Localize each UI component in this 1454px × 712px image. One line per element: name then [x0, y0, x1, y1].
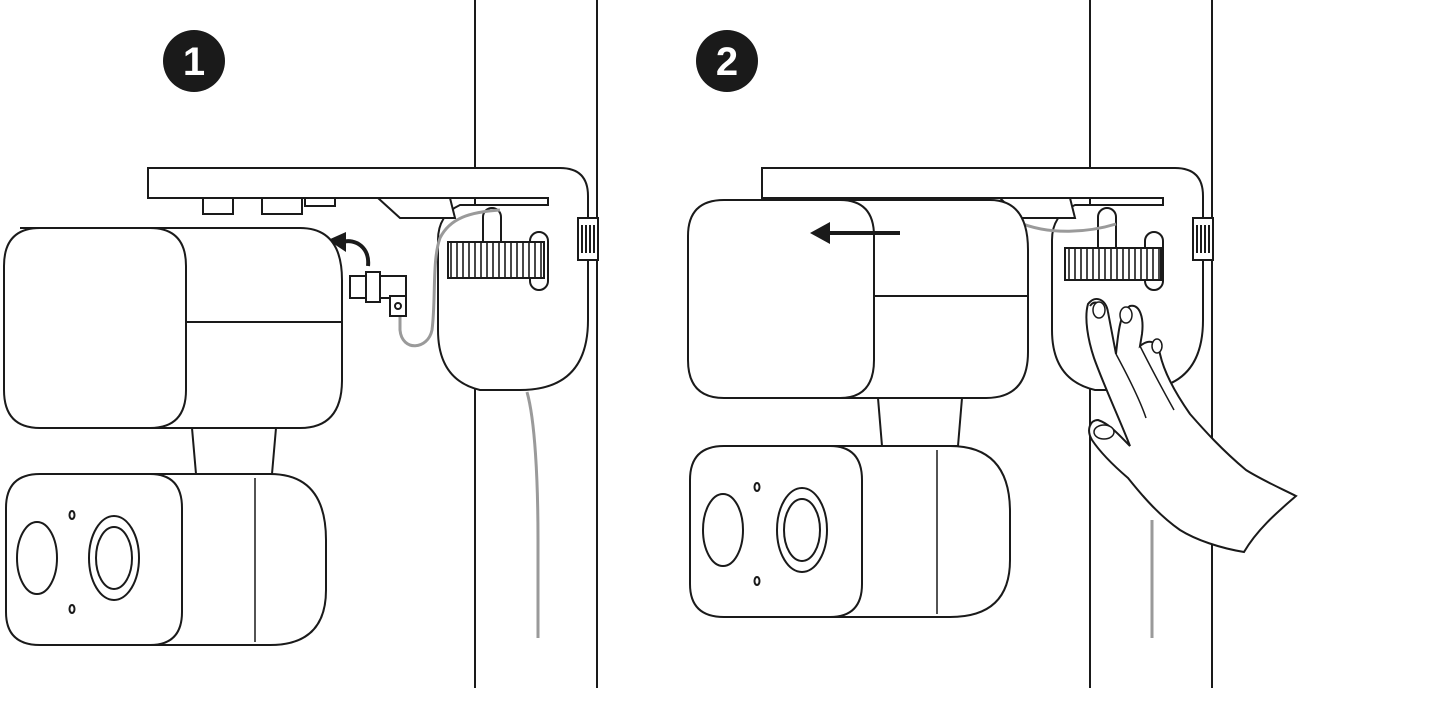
cable-2 — [1017, 220, 1154, 638]
step-1-number: 1 — [183, 40, 205, 84]
camera-lower-body-1 — [5, 473, 327, 646]
connector-plug-1 — [349, 271, 407, 317]
camera-upper-body-1 — [3, 227, 343, 429]
camera-neck-2 — [876, 397, 964, 447]
lens-inner-2 — [783, 498, 821, 562]
step-2-number: 2 — [716, 40, 738, 84]
hand-illustration — [1085, 297, 1298, 554]
step-1-badge: 1 — [163, 30, 225, 92]
left-arrow-icon — [810, 222, 900, 244]
lens-inner-1 — [95, 526, 133, 590]
camera-lower-body-2 — [689, 445, 1011, 618]
sensor-window-1 — [16, 521, 58, 595]
cable-1 — [398, 208, 540, 638]
step-2-badge: 2 — [696, 30, 758, 92]
panel-step-2: 2 — [687, 0, 1298, 688]
panel-step-1: 1 — [3, 0, 599, 688]
camera-upper-body-2 — [687, 199, 1029, 399]
camera-neck-1 — [190, 427, 278, 475]
mount-bracket-1 — [147, 167, 599, 391]
curved-arrow-icon — [328, 232, 371, 267]
sensor-window-2 — [702, 493, 744, 567]
